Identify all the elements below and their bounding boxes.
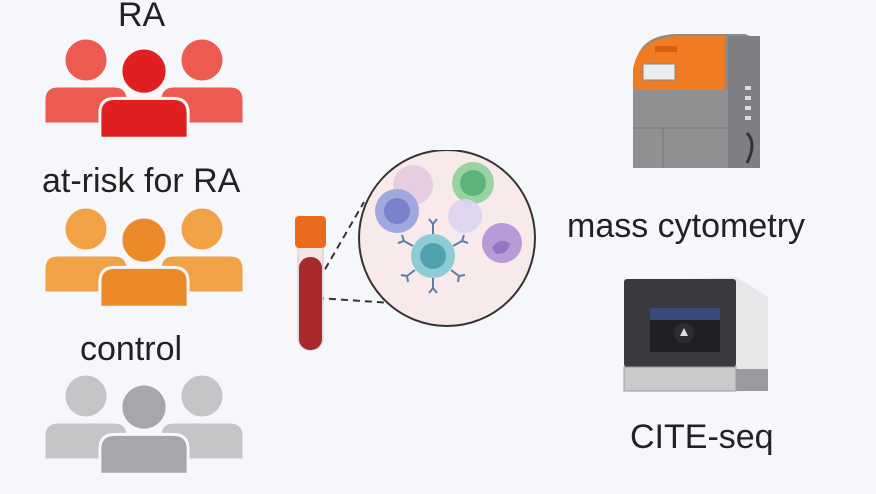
- immune-cells-icon: [375, 162, 522, 294]
- sequencer-icon: [623, 277, 768, 392]
- ra-people-group-icon: [44, 36, 244, 140]
- tube-blood: [299, 257, 322, 350]
- platform-label-cite-seq: CITE-seq: [630, 418, 774, 456]
- platform-label-mass-cytometry: mass cytometry: [567, 207, 806, 245]
- mass-cytometer-icon: [633, 34, 760, 168]
- group-label-control: control: [80, 330, 183, 368]
- person-center-icon: [98, 46, 190, 140]
- person-center-icon: [98, 215, 190, 309]
- person-center-icon: [98, 382, 190, 476]
- control-people-group-icon: [44, 372, 244, 476]
- at-risk-people-group-icon: [44, 205, 244, 309]
- blood-tube-icon: [295, 150, 536, 351]
- group-label-at-risk: at-risk for RA: [42, 162, 241, 200]
- group-label-ra: RA: [118, 0, 166, 34]
- tube-cap: [295, 216, 326, 248]
